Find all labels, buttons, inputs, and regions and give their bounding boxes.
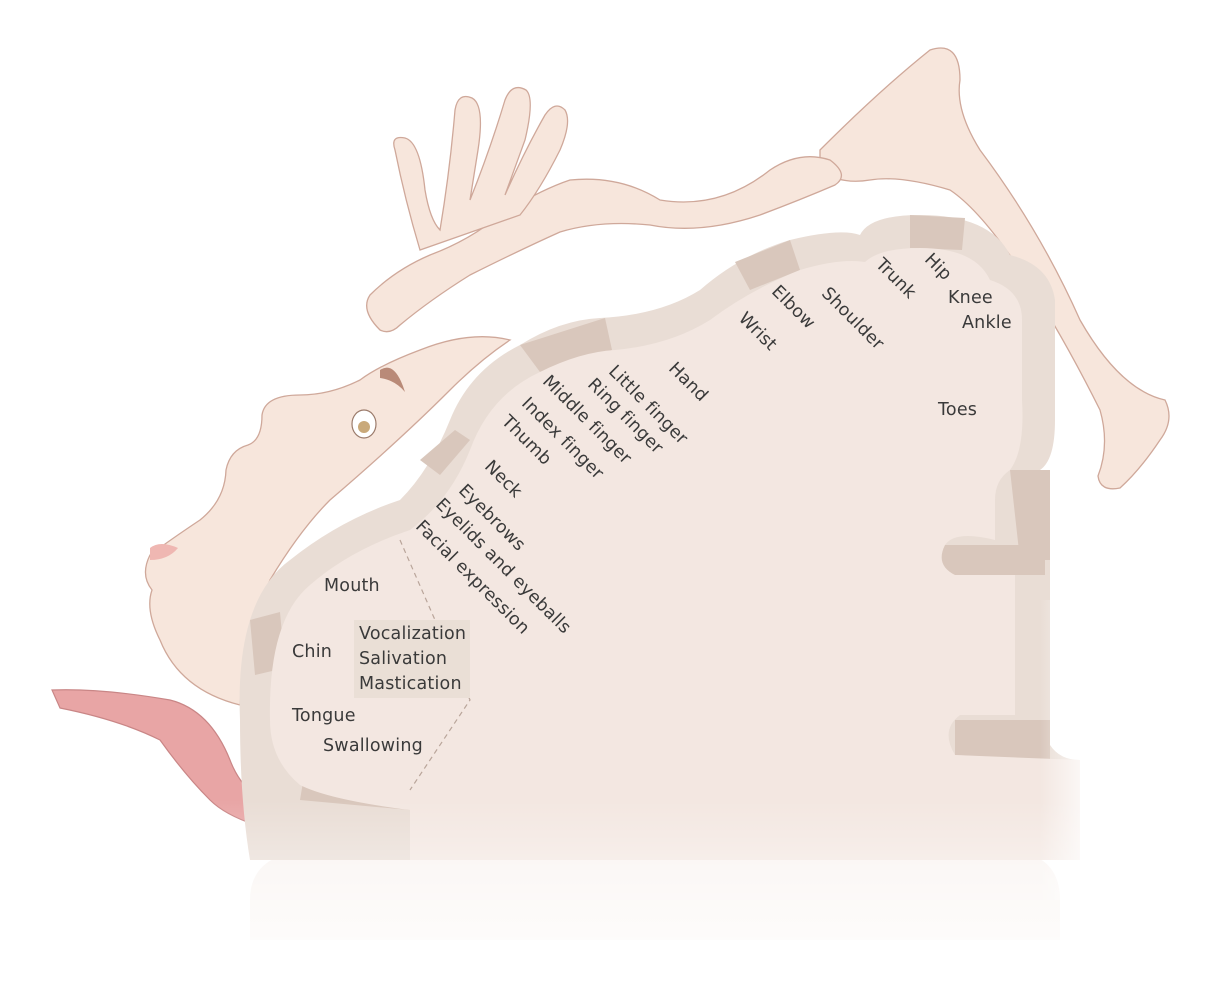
cortex-segment-dark <box>420 430 470 475</box>
cortex-segment-dark <box>735 240 800 290</box>
leg-shape <box>819 47 1170 490</box>
label-mouth: Mouth <box>324 576 380 596</box>
eyebrow-shape <box>380 367 405 392</box>
label-chin: Chin <box>292 642 333 662</box>
cortex-segment-dark <box>940 545 1045 575</box>
label-ankle: Ankle <box>962 313 1012 333</box>
cortex-segment-dark <box>910 215 965 250</box>
dashed-divider <box>399 539 471 791</box>
face-shape <box>144 336 512 706</box>
pupil-shape <box>358 421 370 433</box>
fade-bottom <box>200 800 1100 1000</box>
label-salivation: Salivation <box>359 649 448 669</box>
fingers-shape <box>393 86 569 251</box>
oral-functions-box <box>354 620 470 698</box>
label-toes: Toes <box>938 400 978 420</box>
label-mastication: Mastication <box>359 674 462 694</box>
cortex-segment-dark <box>955 720 1050 760</box>
cortex-segment-dark <box>520 318 612 372</box>
label-vocalization: Vocalization <box>359 624 467 644</box>
lips-shape <box>150 544 178 560</box>
cortex-segment-dark <box>1010 470 1050 560</box>
brain-inner <box>269 248 1081 860</box>
label-tongue: Tongue <box>292 706 356 726</box>
label-swallowing: Swallowing <box>323 736 423 756</box>
label-knee: Knee <box>948 288 993 308</box>
arm-shape <box>366 156 842 333</box>
